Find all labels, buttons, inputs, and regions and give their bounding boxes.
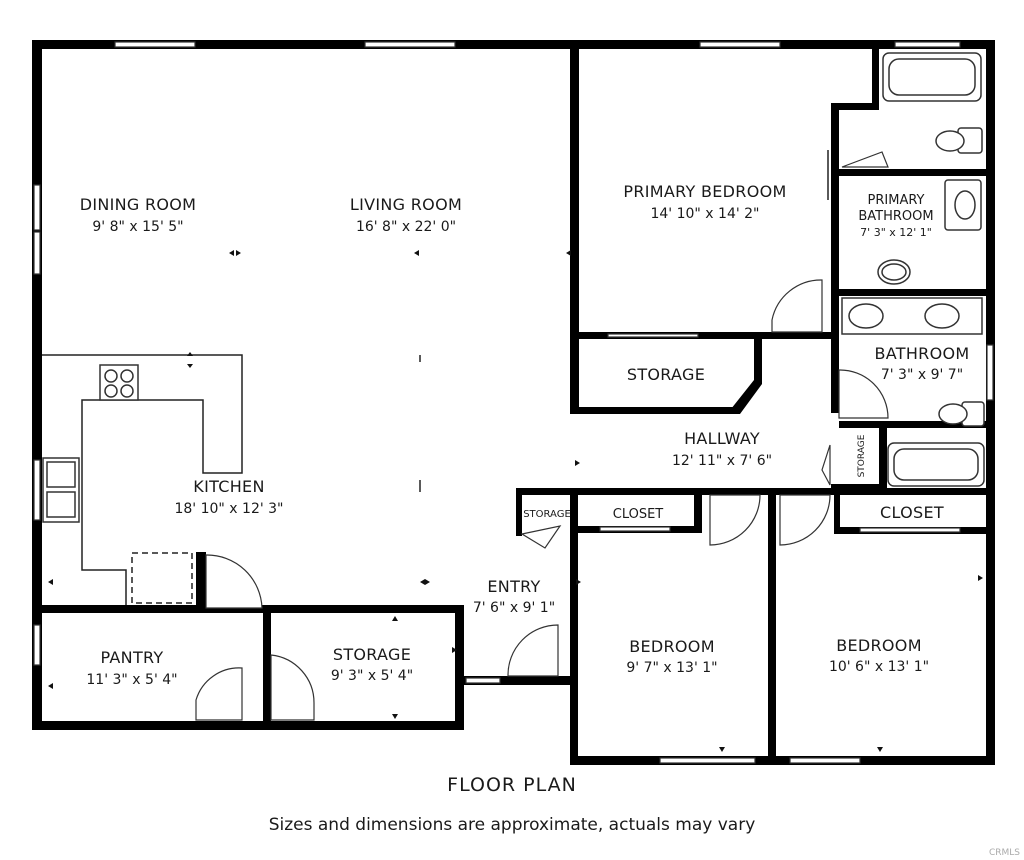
pantry-name: PANTRY — [101, 648, 164, 667]
bedroom-1-dim: 9' 7" x 13' 1" — [626, 660, 717, 676]
bedroom-1-name: BEDROOM — [629, 637, 715, 656]
closet-name: CLOSET — [613, 507, 664, 522]
bathroom-dim: 7' 3" x 9' 7" — [881, 367, 963, 383]
doors — [195, 150, 889, 721]
storage-vertical-name: STORAGE — [857, 434, 867, 477]
storage-small-name: STORAGE — [523, 509, 571, 520]
floor-plan-title: FLOOR PLAN — [447, 774, 577, 796]
bedroom-2-dim: 10' 6" x 13' 1" — [829, 659, 929, 675]
living-room-dim: 16' 8" x 22' 0" — [356, 219, 456, 235]
primary-bedroom-dim: 14' 10" x 14' 2" — [650, 206, 759, 222]
primary-bathroom-name: PRIMARY — [868, 193, 925, 208]
closet-2-name: CLOSET — [880, 503, 944, 522]
kitchen-counters — [42, 354, 243, 605]
bathroom-name: BATHROOM — [875, 344, 970, 363]
markers — [48, 250, 983, 752]
entry-dim: 7' 6" x 9' 1" — [473, 600, 555, 616]
entry-name: ENTRY — [487, 577, 540, 596]
primary-bathroom-name-2: BATHROOM — [858, 209, 933, 224]
windows — [33, 41, 994, 764]
dining-room-name: DINING ROOM — [80, 195, 197, 214]
pantry-dim: 11' 3" x 5' 4" — [86, 672, 177, 688]
disclaimer-note: Sizes and dimensions are approximate, ac… — [268, 815, 756, 835]
brand-watermark: CRMLS — [988, 848, 1020, 858]
interior-walls — [42, 49, 986, 765]
hallway-dim: 12' 11" x 7' 6" — [672, 453, 772, 469]
living-room-name: LIVING ROOM — [350, 195, 462, 214]
outer-walls — [32, 40, 995, 765]
kitchen-dim: 18' 10" x 12' 3" — [174, 501, 283, 517]
storage-lower-name: STORAGE — [333, 645, 411, 664]
primary-bedroom-name: PRIMARY BEDROOM — [623, 182, 786, 201]
room-labels: DINING ROOM 9' 8" x 15' 5" LIVING ROOM 1… — [80, 182, 970, 688]
dining-room-dim: 9' 8" x 15' 5" — [92, 219, 183, 235]
bedroom-2-name: BEDROOM — [836, 636, 922, 655]
storage-name: STORAGE — [627, 365, 705, 384]
bath-fixtures — [841, 52, 985, 487]
fridge-icon — [131, 552, 193, 604]
primary-bathroom-dim: 7' 3" x 12' 1" — [860, 226, 932, 239]
floor-plan: DINING ROOM 9' 8" x 15' 5" LIVING ROOM 1… — [32, 40, 995, 765]
kitchen-name: KITCHEN — [193, 477, 264, 496]
hallway-name: HALLWAY — [684, 429, 760, 448]
storage-lower-dim: 9' 3" x 5' 4" — [331, 668, 413, 684]
